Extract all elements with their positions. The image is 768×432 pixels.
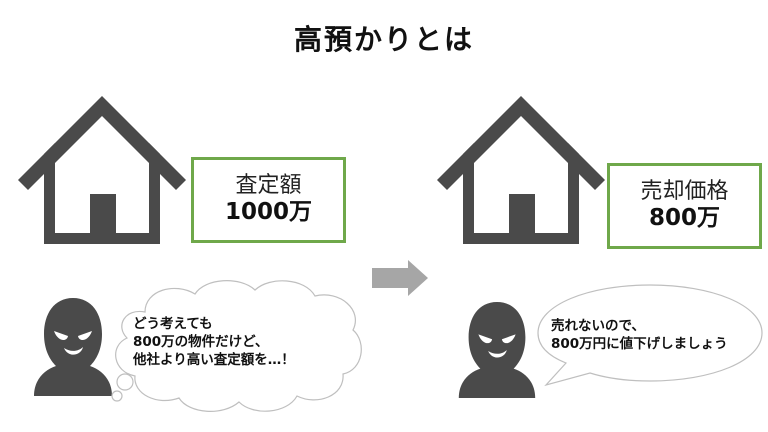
sale-price-value: 800万 (648, 205, 720, 232)
masked-person-icon (34, 298, 112, 396)
thought-line-1: どう考えても (133, 316, 213, 332)
thought-bubble (111, 280, 362, 412)
page-title: 高預かりとは (293, 23, 474, 56)
speech-line-2: 800万円に値下げしましょう (551, 336, 728, 352)
speech-bubble (537, 284, 763, 387)
house-icon (18, 96, 186, 244)
masked-person-icon (458, 302, 536, 398)
thought-bubble-text: どう考えても 800万の物件だけど、 他社より高い査定額を…！ (133, 315, 295, 369)
speech-line-1: 売れないので、 (551, 318, 645, 334)
thought-line-3: 他社より高い査定額を…！ (133, 352, 295, 368)
speech-bubble-text: 売れないので、 800万円に値下げしましょう (551, 317, 728, 353)
arrow-right-icon (372, 260, 428, 296)
thought-line-2: 800万の物件だけど、 (133, 334, 269, 350)
sale-price-box: 売却価格 800万 (607, 163, 762, 249)
appraisal-label: 査定額 (235, 173, 302, 198)
appraisal-box: 査定額 1000万 (191, 157, 346, 243)
appraisal-value: 1000万 (224, 199, 312, 226)
house-icon (437, 96, 605, 244)
sale-price-label: 売却価格 (640, 179, 729, 204)
